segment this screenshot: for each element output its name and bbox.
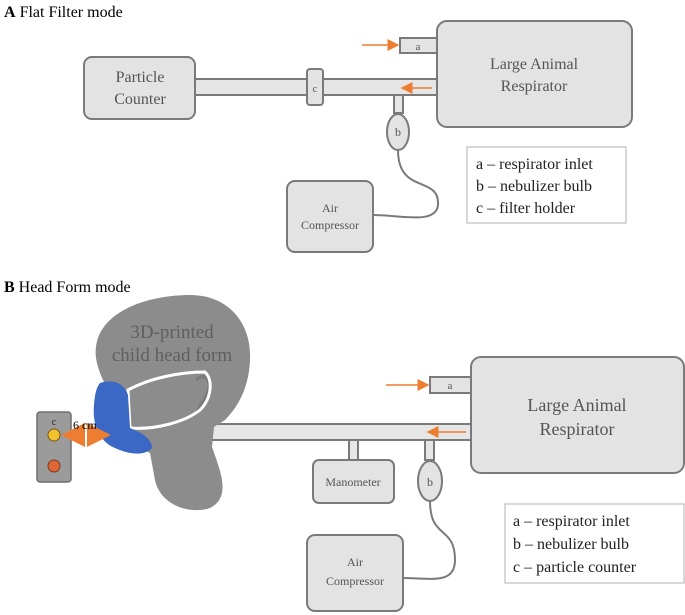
- svg-text:Counter: Counter: [114, 91, 166, 108]
- respirator-inlet: a: [399, 37, 438, 54]
- svg-text:Large Animal: Large Animal: [490, 56, 579, 73]
- svg-text:Respirator: Respirator: [540, 419, 615, 439]
- nebulizer-bulb-b: b: [417, 460, 443, 502]
- svg-text:Compressor: Compressor: [326, 574, 384, 588]
- particle-counter-box: Particle Counter: [83, 56, 196, 120]
- svg-text:b: b: [395, 125, 401, 139]
- head-form-label-2: child head form: [112, 345, 233, 366]
- svg-text:c: c: [52, 417, 57, 428]
- filter-holder: c: [306, 68, 324, 106]
- mask-strap: [126, 370, 212, 430]
- svg-text:Manometer: Manometer: [325, 475, 380, 489]
- compressor-hose: [372, 149, 440, 219]
- ear-icon: [194, 375, 211, 413]
- respirator-box: Large Animal Respirator: [436, 20, 633, 128]
- manometer-box: Manometer: [312, 459, 395, 504]
- svg-text:Compressor: Compressor: [301, 218, 359, 232]
- svg-text:Air: Air: [347, 555, 363, 569]
- svg-text:Particle: Particle: [116, 69, 165, 86]
- legend-a: a – respirator inlet b – nebulizer bulb …: [466, 146, 627, 224]
- svg-text:a: a: [448, 380, 453, 392]
- particle-counter-device: c: [36, 411, 72, 483]
- legend-b: a – respirator inlet b – nebulizer bulb …: [504, 503, 685, 584]
- head-form: [95, 295, 251, 511]
- svg-text:b – nebulizer bulb: b – nebulizer bulb: [476, 178, 592, 195]
- svg-text:a – respirator inlet: a – respirator inlet: [513, 513, 630, 530]
- svg-text:b – nebulizer bulb: b – nebulizer bulb: [513, 536, 629, 553]
- nebulizer-bulb: b: [386, 113, 410, 151]
- respirator-box-b: Large Animal Respirator: [470, 356, 685, 474]
- svg-text:Respirator: Respirator: [501, 78, 568, 95]
- compressor-hose-b: [402, 500, 457, 580]
- svg-text:c – particle counter: c – particle counter: [513, 559, 637, 576]
- air-compressor-box: Air Compressor: [286, 180, 374, 253]
- sensor-yellow: [47, 428, 61, 442]
- air-compressor-box-b: Air Compressor: [306, 534, 404, 612]
- svg-text:Large Animal: Large Animal: [527, 395, 626, 415]
- svg-text:c – filter holder: c – filter holder: [476, 200, 576, 217]
- manometer-branch: [348, 439, 359, 461]
- head-form-label-1: 3D-printed: [130, 322, 214, 343]
- distance-label: 6 cm: [73, 418, 97, 432]
- svg-text:c: c: [313, 83, 318, 95]
- respirator-inlet-b: a: [429, 376, 472, 394]
- svg-text:a: a: [416, 41, 421, 53]
- sensor-orange: [47, 459, 61, 473]
- svg-text:Air: Air: [322, 201, 338, 215]
- svg-text:b: b: [427, 475, 433, 489]
- nebulizer-branch-b: [424, 439, 435, 461]
- svg-text:a – respirator inlet: a – respirator inlet: [476, 156, 593, 173]
- nebulizer-branch: [393, 94, 404, 114]
